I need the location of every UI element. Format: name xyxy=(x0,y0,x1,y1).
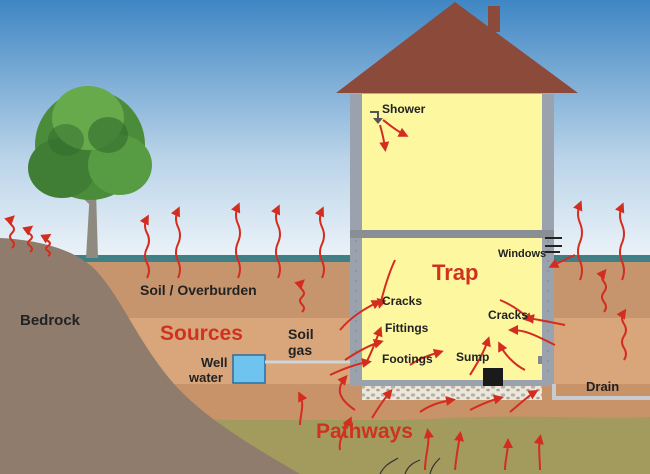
sump-pit xyxy=(483,368,503,386)
flow-arrow-up-1 xyxy=(4,215,15,249)
flow-arrow-curve-5 xyxy=(533,434,544,471)
trap-label: Trap xyxy=(432,260,478,285)
bedrock-label: Bedrock xyxy=(20,312,81,329)
drain-pipe xyxy=(552,384,650,400)
footings-label: Footings xyxy=(382,352,433,366)
flow-arrow-up-7 xyxy=(270,204,281,279)
flow-arrow-curve-18 xyxy=(499,299,533,323)
well-water-label-line1: Well xyxy=(201,355,228,370)
flow-arrow-up-4 xyxy=(139,214,150,279)
flow-arrow-curve-14 xyxy=(344,338,384,361)
windows-label: Windows xyxy=(498,248,546,260)
flow-arrow-curve-1 xyxy=(298,391,308,426)
flow-arrow-curve-2 xyxy=(338,416,352,451)
window-icon xyxy=(545,237,562,253)
flow-arrow-up-11 xyxy=(615,202,625,281)
soil-gas-label-line1: Soil xyxy=(288,326,314,342)
flow-arrow-curve-23 xyxy=(409,348,444,366)
flow-arrow-up-6 xyxy=(230,202,241,279)
flow-arrow-curve-12 xyxy=(339,300,382,331)
shower-label: Shower xyxy=(382,102,426,116)
horizon-strip xyxy=(0,255,650,263)
bedrock xyxy=(0,238,300,474)
gas-flow-arrows xyxy=(4,119,627,471)
flow-arrow-curve-11 xyxy=(509,390,539,413)
flow-arrow-up-8 xyxy=(314,206,325,279)
fittings-label: Fittings xyxy=(385,321,429,335)
flow-arrow-up-13 xyxy=(616,308,627,361)
soil-overburden-label: Soil / Overburden xyxy=(140,282,257,298)
flow-arrow-up-10 xyxy=(573,200,583,281)
well xyxy=(232,354,350,384)
cracks-upper-label: Cracks xyxy=(382,294,422,308)
flow-arrow-curve-3 xyxy=(423,428,434,471)
flow-arrow-curve-4 xyxy=(454,431,465,471)
tree xyxy=(28,86,152,258)
cracks-right-label: Cracks xyxy=(488,308,528,322)
flow-arrow-curve-13 xyxy=(329,358,372,376)
flow-arrow-up-2 xyxy=(22,225,34,253)
flow-arrow-curve-17 xyxy=(498,341,526,371)
sources-label: Sources xyxy=(160,322,243,345)
flow-arrow-up-3 xyxy=(40,233,52,257)
flow-arrow-curve-7 xyxy=(337,374,356,411)
flow-arrow-curve-25 xyxy=(364,326,383,366)
flow-arrow-curve-8 xyxy=(371,388,393,419)
flow-arrow-curve-19 xyxy=(469,336,491,376)
soil-gas-label-line2: gas xyxy=(288,342,312,358)
flow-arrow-curve-21 xyxy=(379,124,390,152)
roots xyxy=(379,457,441,474)
flow-arrow-curve-10 xyxy=(469,394,504,411)
pathways-label: Pathways xyxy=(316,420,413,443)
flow-arrow-curve-15 xyxy=(508,325,556,346)
flow-arrow-curve-6 xyxy=(502,438,513,471)
sump-label: Sump xyxy=(456,350,489,364)
flow-arrow-curve-22 xyxy=(376,259,396,309)
flow-arrow-up-12 xyxy=(596,268,607,313)
flow-arrow-up-9 xyxy=(294,279,305,313)
shower-head-icon xyxy=(370,111,379,118)
drain-label: Drain xyxy=(586,379,619,394)
flow-arrow-curve-9 xyxy=(419,396,456,413)
flow-arrow-curve-20 xyxy=(382,119,409,137)
flow-arrow-up-5 xyxy=(170,206,181,279)
well-water-label-line2: water xyxy=(188,370,223,385)
flow-arrow-curve-24 xyxy=(548,254,576,268)
